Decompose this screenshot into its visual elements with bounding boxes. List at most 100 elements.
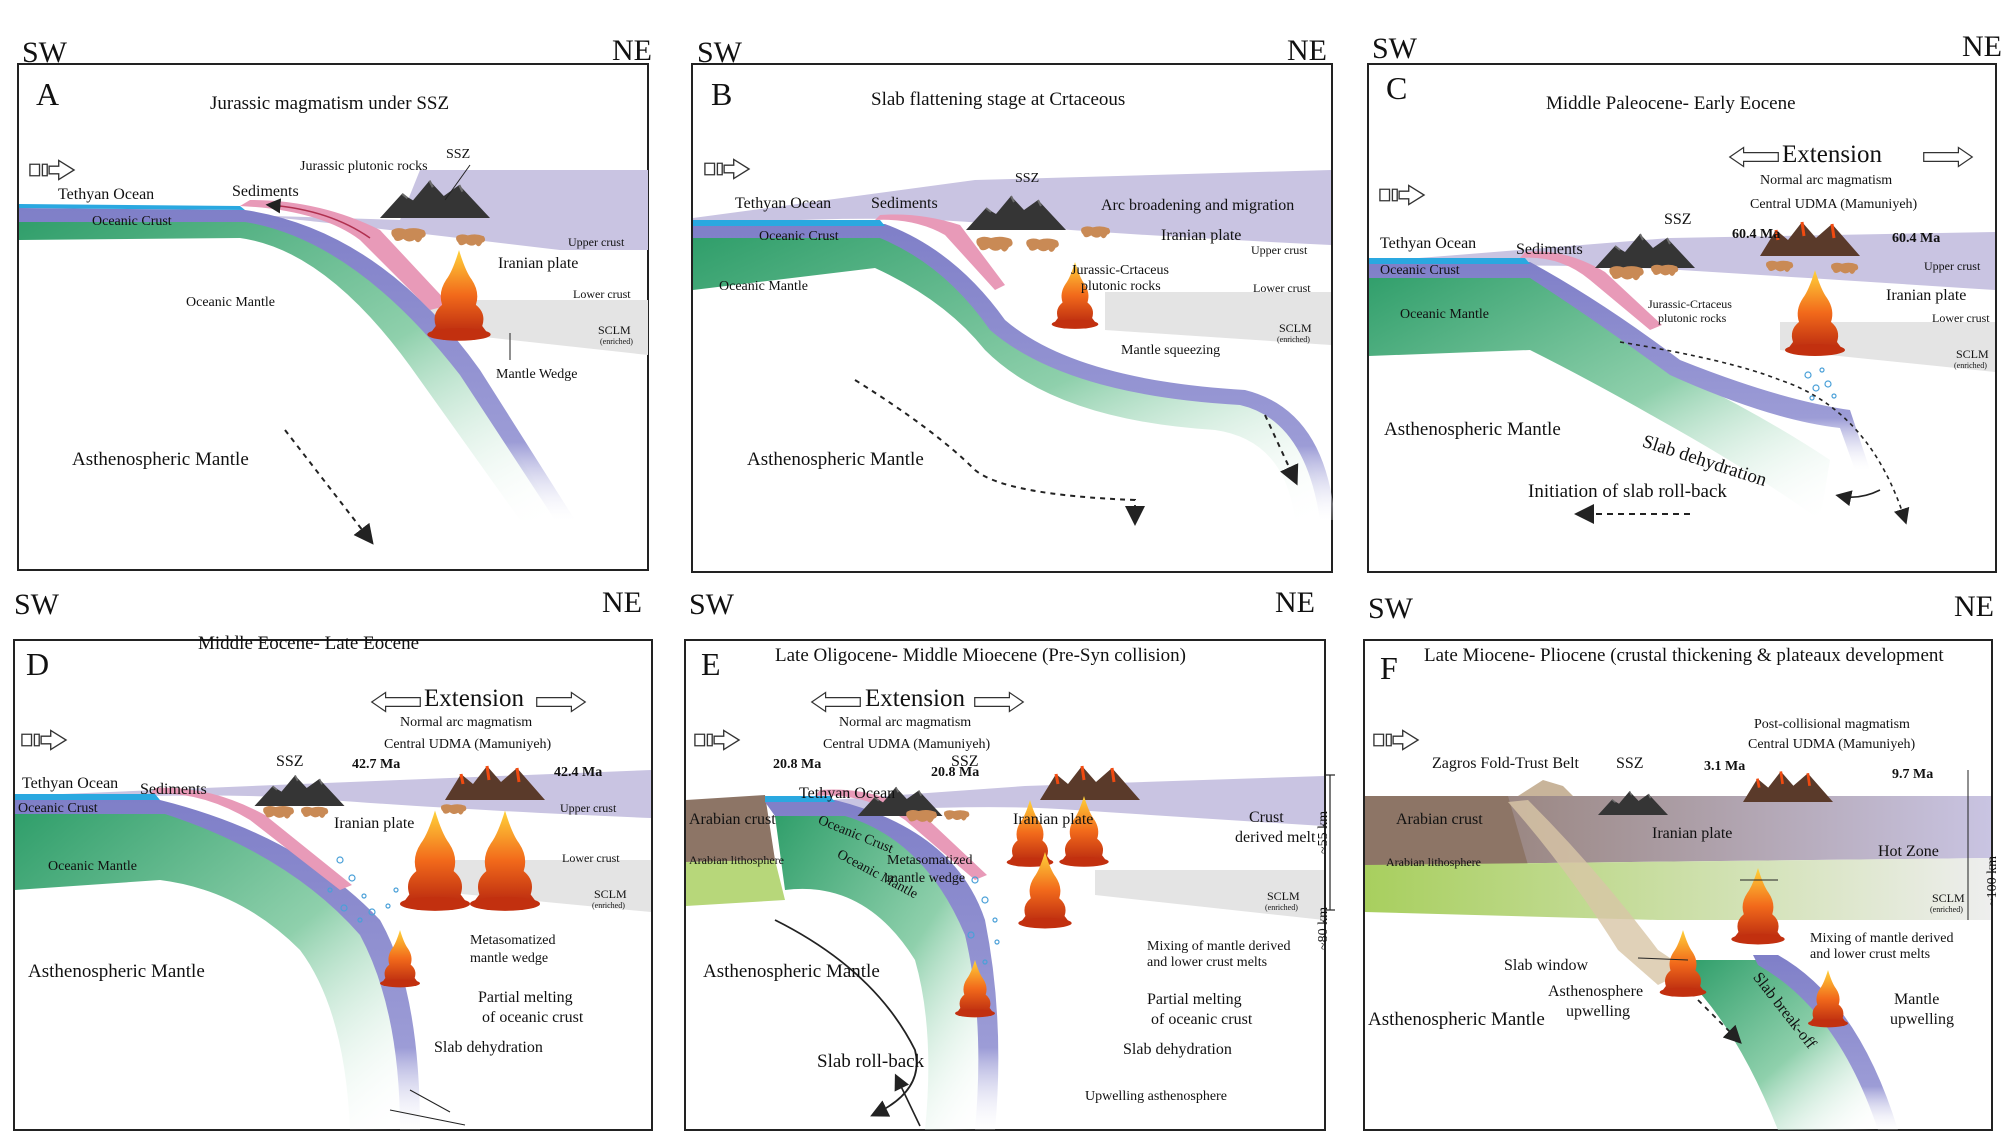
mantle-wedge-label: Mantle Wedge [496,367,578,382]
age-right-label: 20.8 Ma [931,765,980,780]
ne-label: NE [1275,586,1315,619]
partial-melting-label-2: of oceanic crust [482,1009,584,1026]
arabian-lithosphere [686,860,785,906]
slab-window-label: Slab window [1504,957,1588,974]
panel-letter: F [1380,650,1398,686]
enriched-label: (enriched) [1265,903,1298,912]
oceanic-mantle-label: Oceanic Mantle [1400,307,1490,322]
panel-letter: B [711,76,733,112]
jc-plutonic-label-2: plutonic rocks [1658,311,1727,325]
arabian-crust [686,795,775,862]
arabian-crust-label: Arabian crust [1396,811,1483,828]
oceanic-mantle [775,812,980,1130]
panel-a-drawing [17,63,649,571]
astheno-mantle-label: Asthenospheric Mantle [1368,1009,1545,1030]
slab-dehydration-label: Slab dehydration [434,1039,543,1056]
hot-zone-label: Hot Zone [1878,843,1939,860]
sw-label: SW [22,36,67,69]
slab-window-wedge [1508,800,1688,985]
panel-title: Middle Paleocene- Early Eocene [1546,93,1796,114]
sediments-label: Sediments [140,781,207,798]
sediments-wedge [875,214,1005,290]
partial-melting-label-1: Partial melting [478,989,573,1006]
tethyan-ocean-label: Tethyan Ocean [799,785,896,802]
panel-f-drawing [1363,639,1993,1131]
pluton-icon [391,228,426,243]
ne-label: NE [1954,590,1994,623]
central-udma-label: Central UDMA (Mamuniyeh) [384,737,552,752]
mixing-label-1: Mixing of mantle derived [1147,939,1291,954]
mixing-label-1: Mixing of mantle derived [1810,931,1954,946]
enriched-label: (enriched) [1930,905,1963,914]
panel-title: Slab flattening stage at Crtaceous [871,89,1126,110]
fluid-bubbles [327,856,399,923]
ssz-label: SSZ [276,753,304,770]
age-left-label: 42.7 Ma [352,757,401,772]
tethyan-ocean-label: Tethyan Ocean [58,186,155,203]
oceanic-mantle [15,812,400,1130]
sclm-band [1105,292,1331,345]
oceanic-mantle-label: Oceanic Mantle [48,859,138,874]
panel-letter: C [1386,70,1408,106]
slab-dehydration-label: Slab dehydration [1123,1041,1232,1058]
depth-100-label: ~100 km [1985,856,2000,906]
ne-label: NE [602,586,642,619]
upwelling-astheno-label: Upwelling asthenosphere [1085,1089,1227,1104]
volcanic-arc-icon [445,766,545,800]
plate-motion-arrow-icon [694,729,740,751]
panel-title: Late Oligocene- Middle Mioecene (Pre-Syn… [775,645,1187,666]
ocean-layer [765,796,835,802]
panel-title: Jurassic magmatism under SSZ [210,93,450,114]
lower-crust-label: Lower crust [1932,311,1990,325]
panel-d-drawing [13,639,653,1131]
sclm-label: SCLM [598,323,631,337]
sw-label: SW [697,36,742,69]
tethyan-ocean-label: Tethyan Ocean [735,195,832,212]
astheno-mantle-label: Asthenospheric Mantle [747,449,924,470]
oceanic-crust-slab [19,208,575,520]
oceanic-mantle [19,218,560,520]
pluton-icon [301,806,329,818]
mantle-flow-arrow [854,379,1145,526]
ssz-label: SSZ [951,753,979,770]
tethyan-ocean-label: Tethyan Ocean [22,775,119,792]
sclm-label: SCLM [594,887,627,901]
arabian-crust [1365,796,1528,865]
pluton-icon [1651,264,1679,276]
mantle-squeezing-label: Mantle squeezing [1121,343,1221,358]
sediments-label: Sediments [1516,241,1583,258]
pluton-icon [943,810,970,821]
iranian-plate-label: Iranian plate [1886,287,1967,304]
enriched-label: (enriched) [600,337,633,346]
sediments-wedge [150,787,352,890]
oceanic-crust-slab [1753,955,1898,1130]
partial-melting-label-1: Partial melting [1147,991,1242,1008]
astheno-mantle-label: Asthenospheric Mantle [1384,419,1561,440]
ocean-layer [693,220,885,226]
astheno-mantle-label: Asthenospheric Mantle [703,961,880,982]
pluton-icon [976,236,1013,252]
sw-label: SW [1368,592,1413,625]
oceanic-mantle-label: Oceanic Mantle [186,295,276,310]
arabian-lithosphere [1365,858,1991,920]
panel-e-frame [684,639,1326,1131]
mixing-label-2: and lower crust melts [1810,947,1931,962]
oceanic-mantle [1369,272,1830,520]
astheno-upwelling-label-1: Asthenosphere [1548,983,1644,1000]
panel-c-drawing [1367,63,1997,573]
pluton-icon [1609,266,1644,281]
ocean-layer [1369,258,1530,264]
slab-flow-arrow [1264,414,1299,486]
sediments-label: Sediments [871,195,938,212]
mantle-flow-arrow [284,429,374,545]
age-right-label: 9.7 Ma [1892,767,1934,782]
panel-f-frame [1363,639,1993,1131]
central-udma-label: Central UDMA (Mamuniyeh) [1750,197,1918,212]
upper-crust-label: Upper crust [560,801,617,815]
sclm-label: SCLM [1956,347,1989,361]
sclm-label: SCLM [1279,321,1312,335]
iranian-plate-label: Iranian plate [1013,811,1094,828]
panel-a: SW NE A Jurassic magmatism under SSZ Tet… [0,0,670,580]
sclm-band [420,860,651,912]
mantle-upwelling-label-1: Mantle [1894,991,1940,1008]
